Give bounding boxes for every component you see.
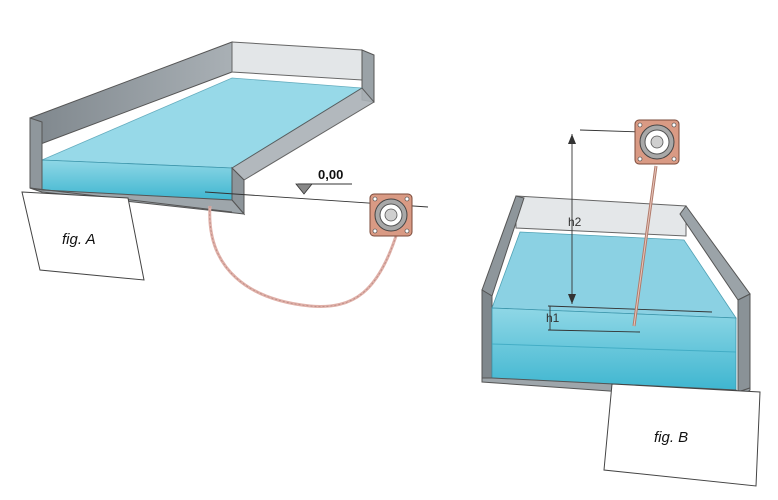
pressure-sensor-icon xyxy=(369,193,413,237)
fig-a-label: fig. A xyxy=(62,231,96,248)
fig-a-card xyxy=(21,191,145,281)
fig-b-label: fig. B xyxy=(654,429,688,446)
pressure-sensor-icon xyxy=(634,119,680,165)
figure-a: fig. A 0,00 xyxy=(21,41,429,308)
figure-b: h2 h1 fig. B xyxy=(481,119,761,487)
h2-label: h2 xyxy=(568,215,582,229)
fig-b-card xyxy=(603,383,761,487)
tank-a-left-wall xyxy=(29,117,43,193)
level-triangle-icon xyxy=(295,183,313,195)
sensor-cable-a xyxy=(208,205,398,308)
tank-b-back-wall xyxy=(515,195,687,237)
h1-label: h1 xyxy=(546,311,560,325)
level-marker-label: 0,00 xyxy=(318,167,343,182)
tank-a-right-inner-wall xyxy=(231,41,363,81)
tank-b-water-surface xyxy=(491,231,737,319)
h2-top-reference xyxy=(579,129,643,133)
tank-b-water-front xyxy=(491,307,737,391)
